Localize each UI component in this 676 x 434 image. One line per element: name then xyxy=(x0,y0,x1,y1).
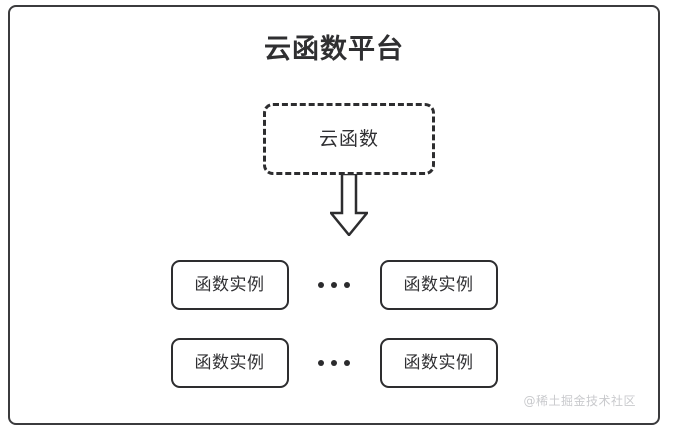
ellipsis-dot xyxy=(318,360,324,366)
function-instance-box: 函数实例 xyxy=(379,338,498,388)
ellipsis-dot xyxy=(331,282,337,288)
page-title: 云函数平台 xyxy=(264,34,404,65)
ellipsis-dot xyxy=(331,360,337,366)
function-instance-box: 函数实例 xyxy=(170,260,289,310)
instance-row-1: 函数实例 函数实例 xyxy=(10,259,658,311)
ellipsis-dot xyxy=(344,360,350,366)
instance-row-2: 函数实例 函数实例 xyxy=(10,337,658,389)
ellipsis-indicator xyxy=(289,260,380,310)
watermark: @稀土掘金技术社区 xyxy=(523,394,636,408)
cloud-function-platform-container: 云函数平台 云函数 函数实例 函数实例 函数实例 xyxy=(8,5,660,425)
function-instance-label: 函数实例 xyxy=(403,275,474,295)
function-instance-label: 函数实例 xyxy=(194,353,265,373)
cloud-function-node: 云函数 xyxy=(263,103,435,175)
down-block-arrow-icon xyxy=(328,172,370,237)
function-instance-box: 函数实例 xyxy=(379,260,498,310)
cloud-function-label: 云函数 xyxy=(318,128,379,150)
function-instance-label: 函数实例 xyxy=(403,353,474,373)
function-instance-box: 函数实例 xyxy=(170,338,289,388)
function-instance-label: 函数实例 xyxy=(194,275,265,295)
ellipsis-dot xyxy=(344,282,350,288)
ellipsis-dot xyxy=(318,282,324,288)
ellipsis-indicator xyxy=(289,338,380,388)
